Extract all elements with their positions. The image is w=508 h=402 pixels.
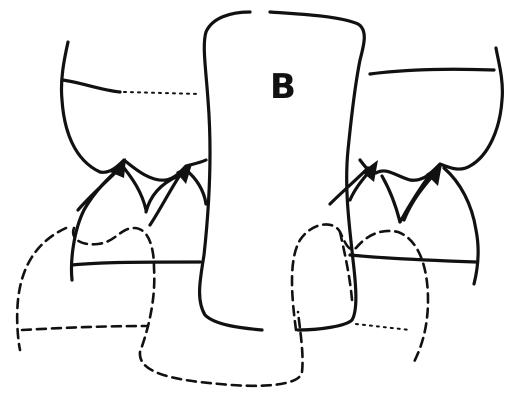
left-displaced-tooth-base bbox=[22, 326, 148, 330]
right-displaced-tooth bbox=[292, 224, 428, 362]
left-upper-tooth-outline bbox=[61, 42, 206, 180]
central-tooth-outline bbox=[200, 12, 262, 330]
left-displaced-tooth-side bbox=[17, 228, 66, 350]
right-displaced-tooth-base bbox=[356, 324, 410, 330]
right-upper-tooth bbox=[360, 48, 502, 180]
label-b: B bbox=[270, 67, 296, 107]
left-displaced-tooth-outline bbox=[73, 228, 302, 386]
left-lower-tooth bbox=[72, 158, 207, 280]
left-arrow-line-1 bbox=[78, 170, 118, 210]
right-upper-tooth-outline bbox=[360, 48, 502, 180]
left-upper-tooth-top-dots bbox=[124, 92, 200, 94]
left-upper-tooth-top-edge bbox=[62, 80, 120, 92]
right-lower-tooth-outline bbox=[350, 168, 478, 284]
right-displaced-tooth-outline bbox=[292, 224, 428, 362]
central-tooth-b: B bbox=[200, 12, 365, 330]
left-upper-tooth bbox=[61, 42, 206, 180]
right-upper-tooth-top-edge bbox=[370, 69, 494, 74]
left-displaced-tooth bbox=[17, 228, 302, 386]
left-lower-tooth-base bbox=[72, 262, 200, 265]
right-lower-tooth-base bbox=[350, 255, 476, 262]
